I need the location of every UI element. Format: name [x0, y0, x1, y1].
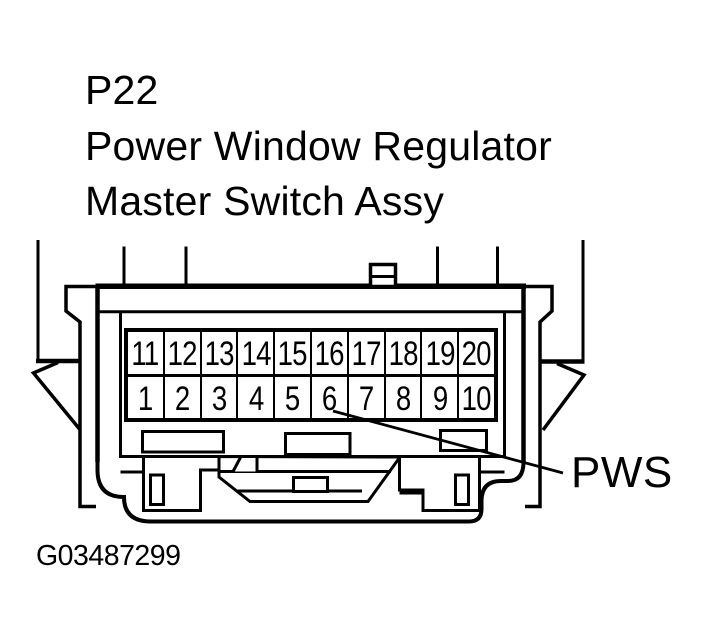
pin-cell-3: 3 — [199, 376, 237, 418]
pin-number: 17 — [351, 335, 382, 373]
pin-number: 5 — [285, 379, 300, 418]
keyway-slots — [141, 429, 488, 456]
pin-number: 16 — [314, 335, 345, 373]
foot-left — [142, 455, 221, 512]
pin-cell-9: 9 — [420, 376, 457, 418]
pin-cell-4: 4 — [236, 376, 273, 418]
center-key-tab — [292, 476, 329, 493]
figure-id: G03487299 — [36, 540, 181, 572]
pin-cell-2: 2 — [162, 376, 200, 418]
mounting-bracket-left — [64, 284, 96, 509]
pin-number: 7 — [358, 379, 374, 418]
lock-latch — [368, 262, 398, 289]
pin-cell-17: 17 — [346, 332, 384, 374]
wire-label-pws: PWS — [571, 448, 673, 497]
pin-number: 3 — [211, 379, 227, 418]
pin-row-top: 11 12 13 14 15 16 17 18 19 20 — [128, 332, 494, 377]
housing-top-band — [95, 283, 526, 289]
title-block: P22 Power Window Regulator Master Switch… — [85, 63, 552, 230]
connector-name-line2: Master Switch Assy — [85, 178, 445, 224]
pin-number: 1 — [138, 379, 153, 418]
pin-cell-1: 1 — [128, 377, 163, 419]
pin-number: 18 — [388, 335, 418, 373]
pin-number: 19 — [425, 335, 455, 373]
connector-name-line1: Power Window Regulator — [85, 122, 552, 169]
pin-cell-5: 5 — [273, 376, 310, 418]
pin-cell-19: 19 — [420, 332, 457, 374]
pin-cell-11: 11 — [128, 332, 163, 374]
pin-cell-7: 7 — [346, 376, 384, 418]
pin-cell-20: 20 — [457, 332, 494, 374]
pin-number: 12 — [167, 335, 198, 373]
mounting-bracket-right — [525, 284, 554, 509]
pin-number: 4 — [248, 379, 264, 418]
housing-bottom-outline — [95, 455, 526, 524]
pin-row-bottom: 1 2 3 4 5 6 7 8 9 10 — [128, 376, 494, 419]
pin-cell-13: 13 — [199, 332, 237, 374]
pin-cell-16: 16 — [309, 332, 347, 374]
pin-number: 6 — [322, 379, 337, 418]
connector-id: P22 — [85, 67, 159, 113]
pin-number: 2 — [174, 379, 190, 418]
pin-cell-10: 10 — [457, 376, 494, 418]
foot-slot-right — [454, 473, 470, 506]
pin-number: 20 — [462, 335, 492, 373]
foot-slot-left — [149, 473, 165, 506]
pin-number: 10 — [462, 379, 492, 418]
foot-right — [398, 455, 481, 512]
center-recess — [202, 454, 403, 503]
pin-number: 8 — [395, 379, 411, 418]
pin-cell-8: 8 — [383, 376, 421, 418]
pin-cell-12: 12 — [162, 332, 200, 374]
locking-wing-right — [541, 361, 587, 432]
pin-number: 9 — [432, 379, 448, 418]
pin-cell-14: 14 — [236, 332, 273, 374]
pin-cell-6: 6 — [309, 376, 347, 418]
pin-cell-18: 18 — [383, 332, 421, 374]
pin-grid: 11 12 13 14 15 16 17 18 19 20 1 2 3 4 5 … — [124, 328, 498, 422]
center-post — [231, 455, 259, 473]
pin-number: 13 — [204, 335, 234, 373]
locking-wing-left — [30, 360, 81, 431]
pin-cell-15: 15 — [273, 332, 310, 374]
pin-number: 11 — [131, 335, 160, 373]
pin-number: 14 — [241, 335, 271, 373]
pin-number: 15 — [278, 335, 308, 373]
